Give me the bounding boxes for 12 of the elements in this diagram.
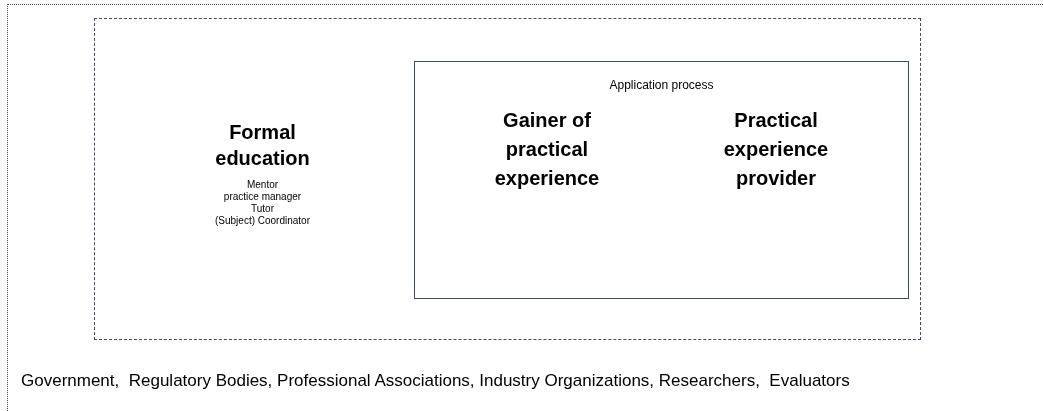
box-title: Application process [608, 77, 715, 94]
role-text: Tutor [251, 203, 274, 215]
heading: Formal education [214, 120, 311, 171]
role-text: Mentor [246, 179, 279, 191]
role-heading: Gainer of practical experience [493, 108, 601, 191]
outer-frame [7, 4, 1043, 411]
role-text: practice manager [223, 191, 302, 203]
role-heading: Practical experience provider [722, 108, 830, 191]
dashed-frame [94, 18, 921, 340]
process-box [414, 61, 909, 299]
role-text: (Subject) Coordinator [214, 215, 310, 227]
stakeholder-list: Government, Regulatory Bodies, Professional Associations, Industry Organizations, Researchers, Evaluators [21, 368, 850, 394]
